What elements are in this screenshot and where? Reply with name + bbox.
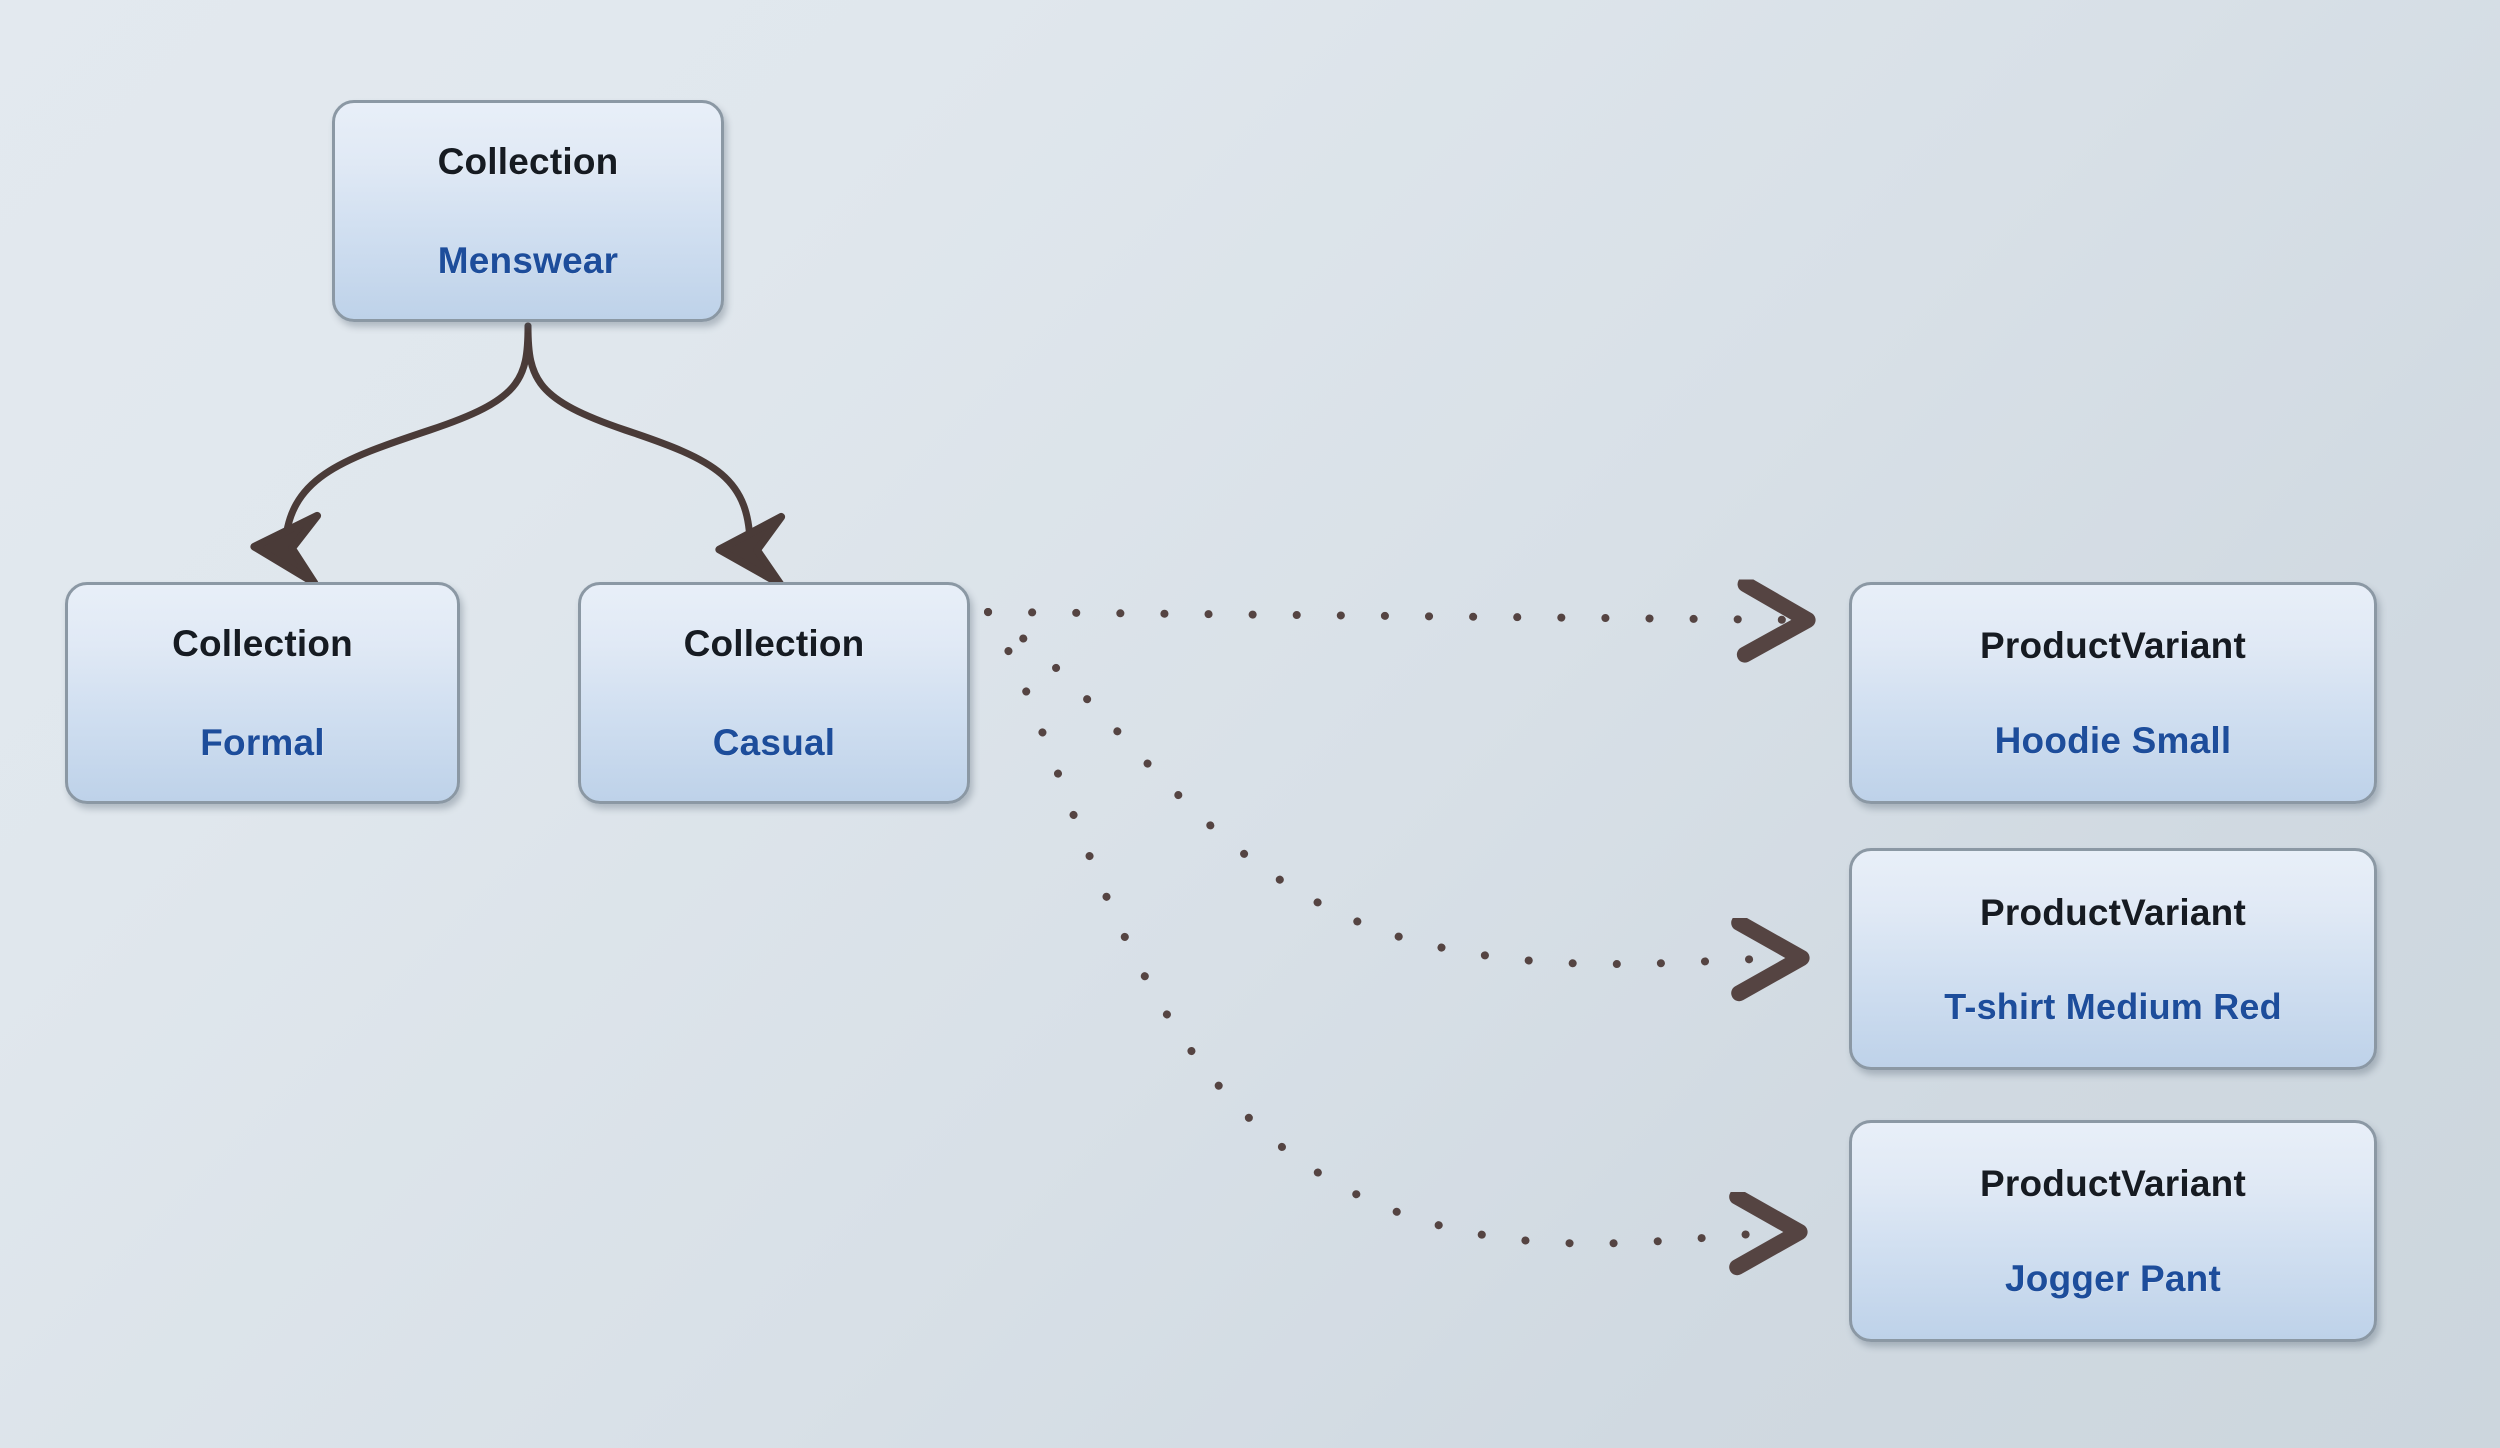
edge-casual-to-hoodie xyxy=(984,612,1806,620)
node-collection-casual[interactable]: Collection Casual xyxy=(578,582,970,804)
node-type-label: Collection xyxy=(683,623,865,664)
node-name-label: Formal xyxy=(200,722,325,763)
node-type-label: ProductVariant xyxy=(1980,1163,2246,1204)
node-type-label: ProductVariant xyxy=(1980,625,2246,666)
edge-menswear-to-casual xyxy=(524,322,786,588)
node-type-label: Collection xyxy=(437,141,619,182)
node-name-label: Jogger Pant xyxy=(2004,1258,2222,1299)
node-productvariant-tshirt-medium-red[interactable]: ProductVariant T-shirt Medium Red xyxy=(1849,848,2377,1070)
edge-casual-to-tshirt xyxy=(984,608,1800,964)
node-productvariant-jogger-pant[interactable]: ProductVariant Jogger Pant xyxy=(1849,1120,2377,1342)
node-name-label: Hoodie Small xyxy=(1994,720,2232,761)
node-collection-menswear[interactable]: Collection Menswear xyxy=(332,100,724,322)
node-type-label: ProductVariant xyxy=(1980,891,2246,933)
edge-casual-to-jogger xyxy=(984,608,1798,1244)
node-collection-formal[interactable]: Collection Formal xyxy=(65,582,460,804)
node-productvariant-hoodie-small[interactable]: ProductVariant Hoodie Small xyxy=(1849,582,2377,804)
node-type-label: Collection xyxy=(172,623,353,664)
node-name-label: T-shirt Medium Red xyxy=(1944,985,2282,1027)
edge-menswear-to-formal xyxy=(250,322,532,587)
node-name-label: Menswear xyxy=(437,240,619,281)
node-name-label: Casual xyxy=(712,722,836,763)
